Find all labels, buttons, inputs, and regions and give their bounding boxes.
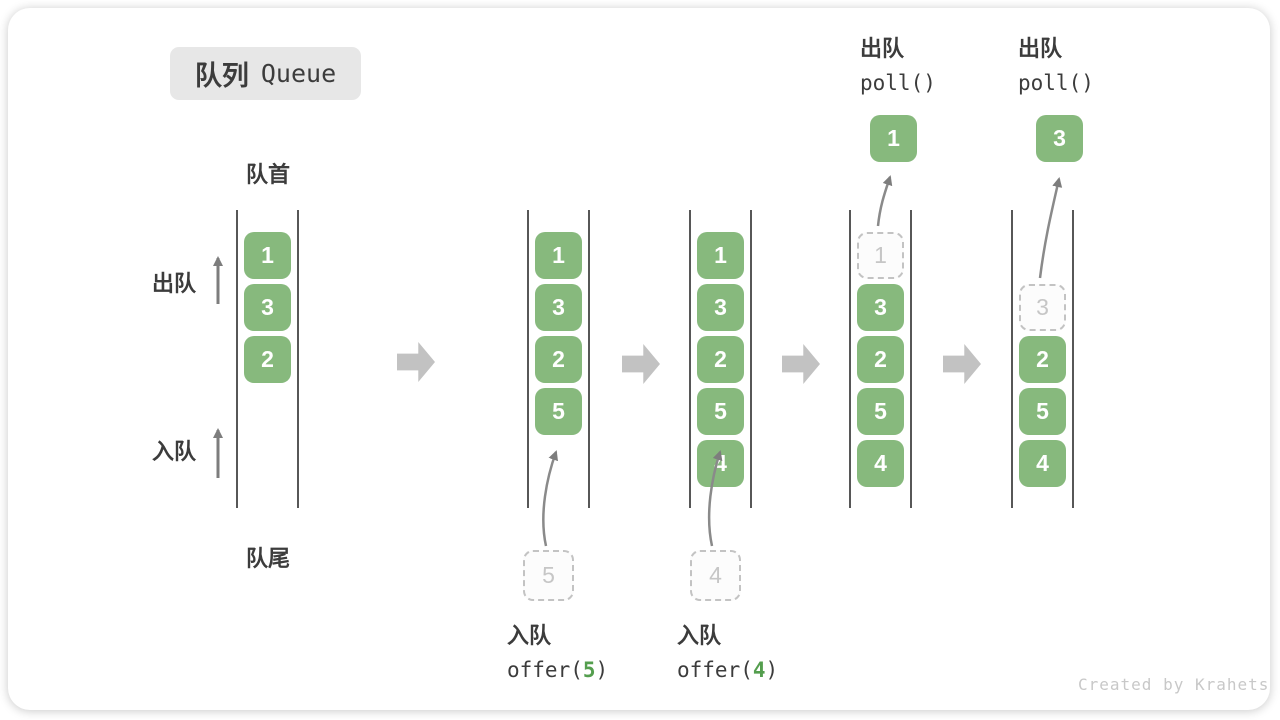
code-text: ) (595, 658, 609, 682)
enqueue-op-caption: 入队 offer(5) (507, 618, 608, 682)
queue-item: 5 (1019, 388, 1066, 435)
dequeue-op-code: poll() (860, 71, 936, 95)
watermark: Created by Krahets (1078, 675, 1270, 694)
code-arg: 4 (752, 658, 766, 682)
dequeue-op-caption: 出队 poll() (860, 31, 936, 95)
queue-wall (236, 210, 238, 508)
dequeue-op-title: 出队 (860, 36, 905, 61)
code-text: offer( (507, 658, 583, 682)
queue-item: 1 (535, 232, 582, 279)
enqueue-op-code: offer(4) (677, 658, 778, 682)
queue-item: 2 (697, 336, 744, 383)
queue-wall (1011, 210, 1013, 508)
dequeue-op-title: 出队 (1018, 36, 1063, 61)
dequeued-ghost-box: 3 (1019, 284, 1066, 331)
queue-wall (588, 210, 590, 508)
queue-wall (689, 210, 691, 508)
queue-wall (849, 210, 851, 508)
dequeue-side-label: 出队 (152, 271, 197, 296)
dequeued-ghost-box: 1 (857, 232, 904, 279)
queue-item: 2 (857, 336, 904, 383)
popped-item: 1 (870, 115, 917, 162)
enqueue-op-title: 入队 (507, 623, 552, 648)
enqueue-side-label: 入队 (152, 439, 197, 464)
code-arg: 5 (582, 658, 596, 682)
queue-item: 5 (535, 388, 582, 435)
queue-item: 5 (697, 388, 744, 435)
enqueue-op-title: 入队 (677, 623, 722, 648)
queue-wall (910, 210, 912, 508)
queue-item: 3 (857, 284, 904, 331)
queue-item: 5 (857, 388, 904, 435)
code-text: offer( (677, 658, 753, 682)
queue-item: 4 (1019, 440, 1066, 487)
popped-item: 3 (1036, 115, 1083, 162)
enqueue-op-code: offer(5) (507, 658, 608, 682)
enqueue-pending-box: 4 (690, 550, 741, 601)
queue-item: 3 (535, 284, 582, 331)
queue-rear-label: 队尾 (245, 546, 290, 571)
queue-wall (750, 210, 752, 508)
code-text: ) (765, 658, 779, 682)
title-badge: 队列 Queue (170, 47, 361, 100)
queue-item: 1 (244, 232, 291, 279)
enqueue-op-caption: 入队 offer(4) (677, 618, 778, 682)
title-zh: 队列 (194, 61, 249, 91)
queue-item: 3 (697, 284, 744, 331)
enqueue-pending-box: 5 (523, 550, 574, 601)
queue-item: 3 (244, 284, 291, 331)
dequeue-op-caption: 出队 poll() (1018, 31, 1094, 95)
title-en: Queue (260, 59, 337, 88)
queue-item: 1 (697, 232, 744, 279)
queue-item: 2 (244, 336, 291, 383)
queue-wall (527, 210, 529, 508)
queue-item: 4 (697, 440, 744, 487)
queue-front-label: 队首 (245, 162, 290, 187)
queue-wall (297, 210, 299, 508)
queue-wall (1072, 210, 1074, 508)
queue-item: 2 (535, 336, 582, 383)
queue-item: 4 (857, 440, 904, 487)
dequeue-op-code: poll() (1018, 71, 1094, 95)
queue-item: 2 (1019, 336, 1066, 383)
